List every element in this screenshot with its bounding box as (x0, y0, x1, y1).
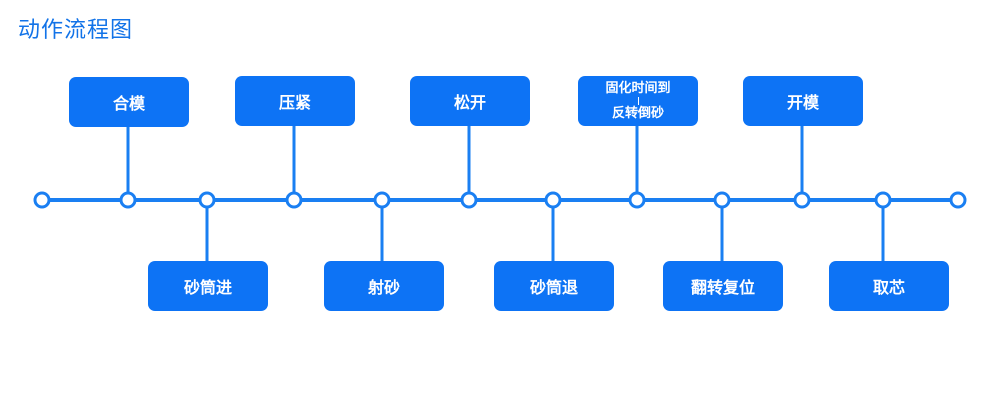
step-flip-reset: 翻转复位 (663, 261, 783, 311)
timeline-node (373, 191, 391, 209)
step-label: 翻转复位 (690, 278, 755, 297)
step-label: 取芯 (872, 278, 905, 297)
step-label: 砂筒进 (183, 278, 232, 297)
timeline-node (713, 191, 731, 209)
step-label: 压紧 (278, 93, 311, 112)
timeline-node (119, 191, 137, 209)
timeline-node-start (33, 191, 51, 209)
timeline-node (460, 191, 478, 209)
timeline-node (198, 191, 216, 209)
label-separator (637, 97, 639, 105)
step-close-mold: 合模 (69, 77, 189, 127)
timeline-node (544, 191, 562, 209)
timeline-node (874, 191, 892, 209)
step-label: 砂筒退 (529, 278, 578, 297)
step-take-core: 取芯 (829, 261, 949, 311)
timeline-node (793, 191, 811, 209)
step-cure-invert: 固化时间到 反转倒砂 (578, 76, 698, 126)
step-release: 松开 (410, 76, 530, 126)
step-label: 开模 (786, 93, 819, 112)
page-title: 动作流程图 (18, 18, 134, 43)
step-shoot-sand: 射砂 (324, 261, 444, 311)
step-sand-cylinder-out: 砂筒退 (494, 261, 614, 311)
timeline-node (628, 191, 646, 209)
step-label: 射砂 (367, 278, 400, 297)
timeline-node-end (949, 191, 967, 209)
step-label: 合模 (112, 94, 145, 113)
step-open-mold: 开模 (743, 76, 863, 126)
step-label: 松开 (453, 93, 486, 112)
step-clamp: 压紧 (235, 76, 355, 126)
timeline-node (285, 191, 303, 209)
step-label-line2: 反转倒砂 (611, 106, 664, 121)
step-sand-cylinder-in: 砂筒进 (148, 261, 268, 311)
step-label-line1: 固化时间到 (605, 81, 671, 96)
